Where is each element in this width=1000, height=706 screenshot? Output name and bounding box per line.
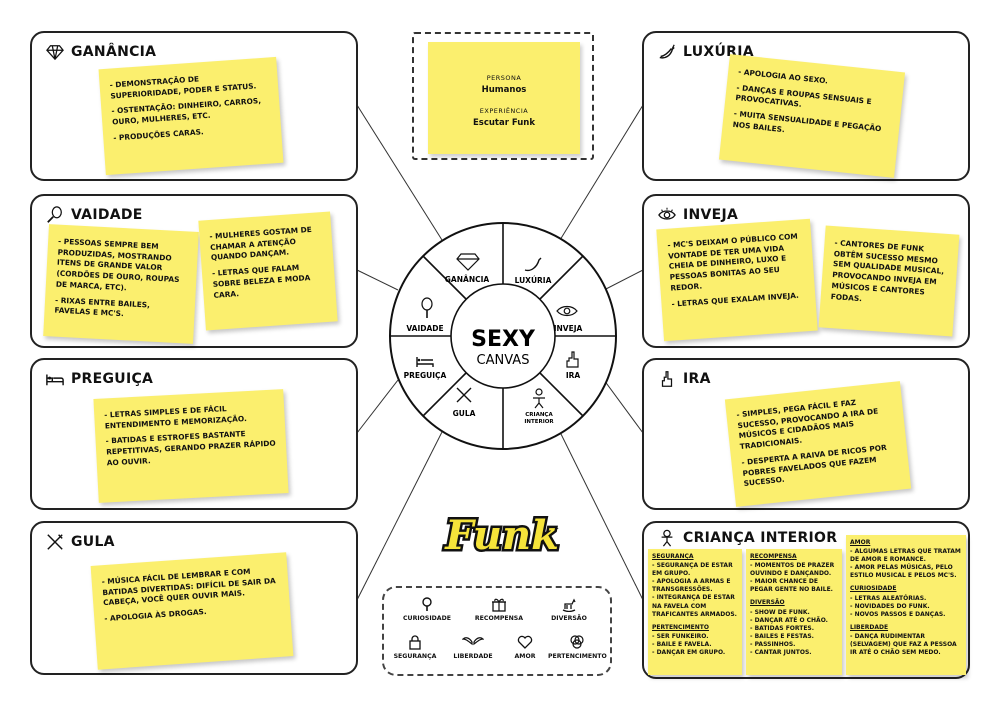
persona-frame: Persona Humanos Experiência Escutar Funk [412,32,594,160]
ganancia-title: GANÂNCIA [46,43,156,61]
crianca-diversao: Diversão - Show de funk. - Dançar até o … [750,599,828,657]
preguica-note: - Letras simples e de fácil entendimento… [93,389,289,503]
eye-icon [556,305,578,317]
inveja-box: INVEJA - MC's deixam o público com vonta… [642,194,970,348]
segment-crianca-2: INTERIOR [524,419,554,425]
legend-amor: AMOR [496,634,554,660]
legend-diversao: DIVERSÃO [540,596,598,622]
crianca-title: CRIANÇA INTERIOR [658,529,837,547]
child-icon [533,388,545,409]
eye-icon [658,207,676,220]
vaidade-note-2: - Mulheres gostam de chamar a atenção qu… [198,211,338,331]
persona-label: Persona [486,74,522,82]
inveja-note-2: - Cantores de funk obtêm sucesso mesmo s… [818,225,960,337]
center-title: SEXY [471,327,536,352]
mirror-icon [47,206,62,223]
gula-title: GULA [46,533,115,551]
chili-icon [524,257,542,272]
sins-wheel: SEXY CANVAS GANÂNCIA LUXÚRIA INVEJA IRA … [389,222,617,450]
luxuria-box: LUXÚRIA - Apologia ao sexo. - Danças e r… [642,31,970,181]
preguica-title: PREGUIÇA [46,370,153,388]
ganancia-box: GANÂNCIA - Demonstração de superioridade… [30,31,358,181]
legend-pertencimento: PERTENCIMENTO [548,634,607,660]
segment-luxuria: LUXÚRIA [515,276,552,285]
legend-recompensa: RECOMPENSA [470,596,528,622]
gula-note: - Música fácil de lembrar e com batidas … [90,552,294,670]
crianca-note-col3: Amor - Algumas letras que tratam de amor… [846,535,966,675]
diamond-icon [46,45,64,61]
chili-icon [659,44,675,59]
magnifier-icon [422,597,432,611]
segment-gula: GULA [453,409,476,418]
crianca-box: CRIANÇA INTERIOR Segurança - Segurança d… [642,521,970,679]
experience-value: Escutar Funk [472,118,536,128]
legend-curiosidade: CURIOSIDADE [398,596,456,622]
experience-label: Experiência [479,107,529,115]
crianca-recompensa: Recompensa - Momentos de prazer ouvindo … [750,553,835,594]
motivation-legend: CURIOSIDADE RECOMPENSA DIVERSÃO SEGURANÇ… [382,586,612,676]
crianca-amor: Amor - Algumas letras que tratam de amor… [850,539,961,580]
legend-liberdade: LIBERDADE [444,634,502,660]
luxuria-note: - Apologia ao sexo. - Danças e roupas se… [718,54,906,178]
vaidade-note-1: - Pessoas sempre bem produzidas, mostran… [43,224,199,344]
ganancia-note: - Demonstração de superioridade, poder e… [98,56,284,176]
crianca-curiosidade: Curiosidade - Letras aleatórias. - Novid… [850,585,946,618]
mirror-icon [421,297,433,318]
segment-crianca-1: CRIANÇA [525,412,553,418]
center-subtitle: CANVAS [477,353,530,368]
crianca-note-col2: Recompensa - Momentos de prazer ouvindo … [746,549,842,675]
diamond-icon [456,253,480,271]
cutlery-icon [47,534,63,550]
funk-logo: Funk Funk [442,510,562,562]
funk-logo-outline: Funk [444,512,559,559]
gula-box: GULA - Música fácil de lembrar e com bat… [30,521,358,675]
crianca-pertencimento: Pertencimento - Ser funkeiro. - Baile e … [652,623,726,657]
segment-inveja: INVEJA [554,324,583,333]
bed-icon [46,374,64,386]
vaidade-title: VAIDADE [46,206,143,224]
heart-icon [517,635,533,649]
bed-icon [416,357,434,367]
child-icon [661,529,673,547]
segment-preguica: PREGUIÇA [404,371,447,380]
segment-ganancia: GANÂNCIA [445,275,490,284]
rocking-horse-icon [562,598,576,612]
crianca-seguranca: Segurança - Segurança de estar em grupo.… [652,553,737,618]
segment-vaidade: VAIDADE [406,324,443,333]
middle-finger-icon [566,351,579,368]
cutlery-icon [456,387,472,403]
persona-note: Persona Humanos Experiência Escutar Funk [428,42,580,154]
inveja-note-1: - MC's deixam o público com vontade de t… [656,218,818,342]
ira-box: IRA - Simples, pega fácil e faz sucesso,… [642,358,970,510]
crianca-note-col1: Segurança - Segurança de estar em grupo.… [648,549,742,675]
gift-icon [492,598,506,612]
ira-note: - Simples, pega fácil e faz sucesso, pro… [724,381,912,507]
vaidade-box: VAIDADE - Pessoas sempre bem produzidas,… [30,194,358,348]
circles-icon [570,635,584,649]
funk-logo-fill: Funk [444,512,559,559]
preguica-box: PREGUIÇA - Letras simples e de fácil ent… [30,358,358,510]
middle-finger-icon [661,371,673,387]
crianca-liberdade: Liberdade - Dança rudimentar (selvagem) … [850,623,957,657]
lock-icon [409,635,421,650]
legend-seguranca: SEGURANÇA [386,634,444,660]
wings-icon [462,637,484,646]
inveja-title: INVEJA [658,206,738,224]
persona-value: Humanos [481,85,527,95]
segment-ira: IRA [566,371,581,380]
ira-title: IRA [658,370,711,388]
